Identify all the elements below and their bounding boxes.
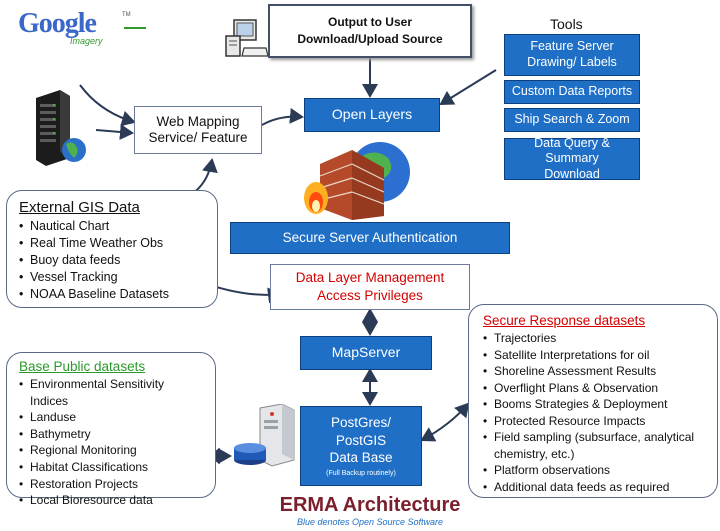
google-imagery-logo: Google TM Imagery [18, 8, 148, 48]
list-item: Restoration Projects [19, 476, 203, 493]
open-layers-box: Open Layers [304, 98, 440, 132]
list-item: Habitat Classifications [19, 459, 203, 476]
secure-server-authentication-box: Secure Server Authentication [230, 222, 510, 254]
firewall-globe-icon [296, 134, 414, 222]
arrow-tools-to-openlayers [439, 69, 497, 106]
arrow-google-to-wms [79, 84, 136, 127]
postgres-line1: PostGres/ [330, 415, 392, 431]
list-item: Real Time Weather Obs [19, 235, 205, 252]
list-item: Additional data feeds as required [483, 479, 707, 496]
tool-ship-search-zoom: Ship Search & Zoom [504, 108, 640, 132]
output-to-user-box: Output to User Download/Upload Source [268, 4, 472, 58]
list-item: Regional Monitoring [19, 442, 203, 459]
list-item: Landuse [19, 409, 203, 426]
postgres-postgis-box: PostGres/ PostGIS Data Base (Full Backup… [300, 406, 422, 486]
secure-response-datasets-panel: Secure Response datasets Trajectories Sa… [468, 304, 718, 498]
output-line1: Output to User [328, 14, 412, 29]
list-item: Nautical Chart [19, 218, 205, 235]
list-item: NOAA Baseline Datasets [19, 286, 205, 303]
list-item: Buoy data feeds [19, 252, 205, 269]
arrow-postgres-secure [420, 402, 470, 442]
postgres-line3: Data Base [329, 450, 393, 466]
google-logo-underline [124, 27, 146, 29]
server-rack-icon [30, 88, 90, 168]
base-public-list: Environmental Sensitivity Indices Landus… [19, 376, 203, 509]
secure-response-title: Secure Response datasets [483, 313, 646, 328]
tool-data-query-summary: Data Query & Summary Download [504, 136, 640, 181]
arrow-wms-to-openlayers [261, 107, 304, 126]
tool-feature-server: Feature Server Drawing/ Labels [504, 34, 640, 76]
list-item: Satellite Interpretations for oil [483, 347, 707, 364]
list-item: Field sampling (subsurface, analytical c… [483, 429, 707, 462]
list-item: Environmental Sensitivity Indices [19, 376, 203, 409]
postgres-note: (Full Backup routinely) [326, 469, 396, 477]
tools-title: Tools [550, 16, 583, 32]
list-item: Vessel Tracking [19, 269, 205, 286]
list-item: Local Bioresource data [19, 492, 203, 509]
base-public-datasets-panel: Base Public datasets Environmental Sensi… [6, 352, 216, 508]
google-logo-sub: Imagery [70, 36, 103, 46]
arrow-server-to-wms [95, 124, 134, 140]
list-item: Booms Strategies & Deployment [483, 396, 707, 413]
computer-icon [222, 16, 270, 62]
external-gis-title: External GIS Data [19, 199, 140, 216]
postgres-line2: PostGIS [335, 432, 387, 448]
list-item: Protected Resource Impacts [483, 413, 707, 430]
list-item: Overflight Plans & Observation [483, 380, 707, 397]
tool-custom-data-reports: Custom Data Reports [504, 80, 640, 104]
mapserver-box: MapServer [300, 336, 432, 370]
list-item: Trajectories [483, 330, 707, 347]
database-server-icon [232, 404, 298, 476]
external-gis-list: Nautical Chart Real Time Weather Obs Buo… [19, 218, 205, 303]
erma-architecture-title: ERMA Architecture [279, 494, 461, 516]
data-layer-management-box: Data Layer Management Access Privileges [270, 264, 470, 310]
dlm-line2: Access Privileges [317, 288, 423, 303]
output-line2: Download/Upload Source [297, 32, 443, 46]
external-gis-data-panel: External GIS Data Nautical Chart Real Ti… [6, 190, 218, 308]
list-item: Platform observations [483, 462, 707, 479]
list-item: Shoreline Assessment Results [483, 363, 707, 380]
open-source-note: Blue denotes Open Source Software [296, 517, 444, 527]
dlm-line1: Data Layer Management [295, 270, 445, 286]
list-item: Bathymetry [19, 426, 203, 443]
web-mapping-service-box: Web Mapping Service/ Feature [134, 106, 262, 154]
google-logo-text: Google [18, 8, 97, 39]
base-public-title: Base Public datasets [19, 359, 146, 374]
google-logo-tm: TM [122, 12, 131, 18]
secure-response-list: Trajectories Satellite Interpretations f… [483, 330, 707, 495]
